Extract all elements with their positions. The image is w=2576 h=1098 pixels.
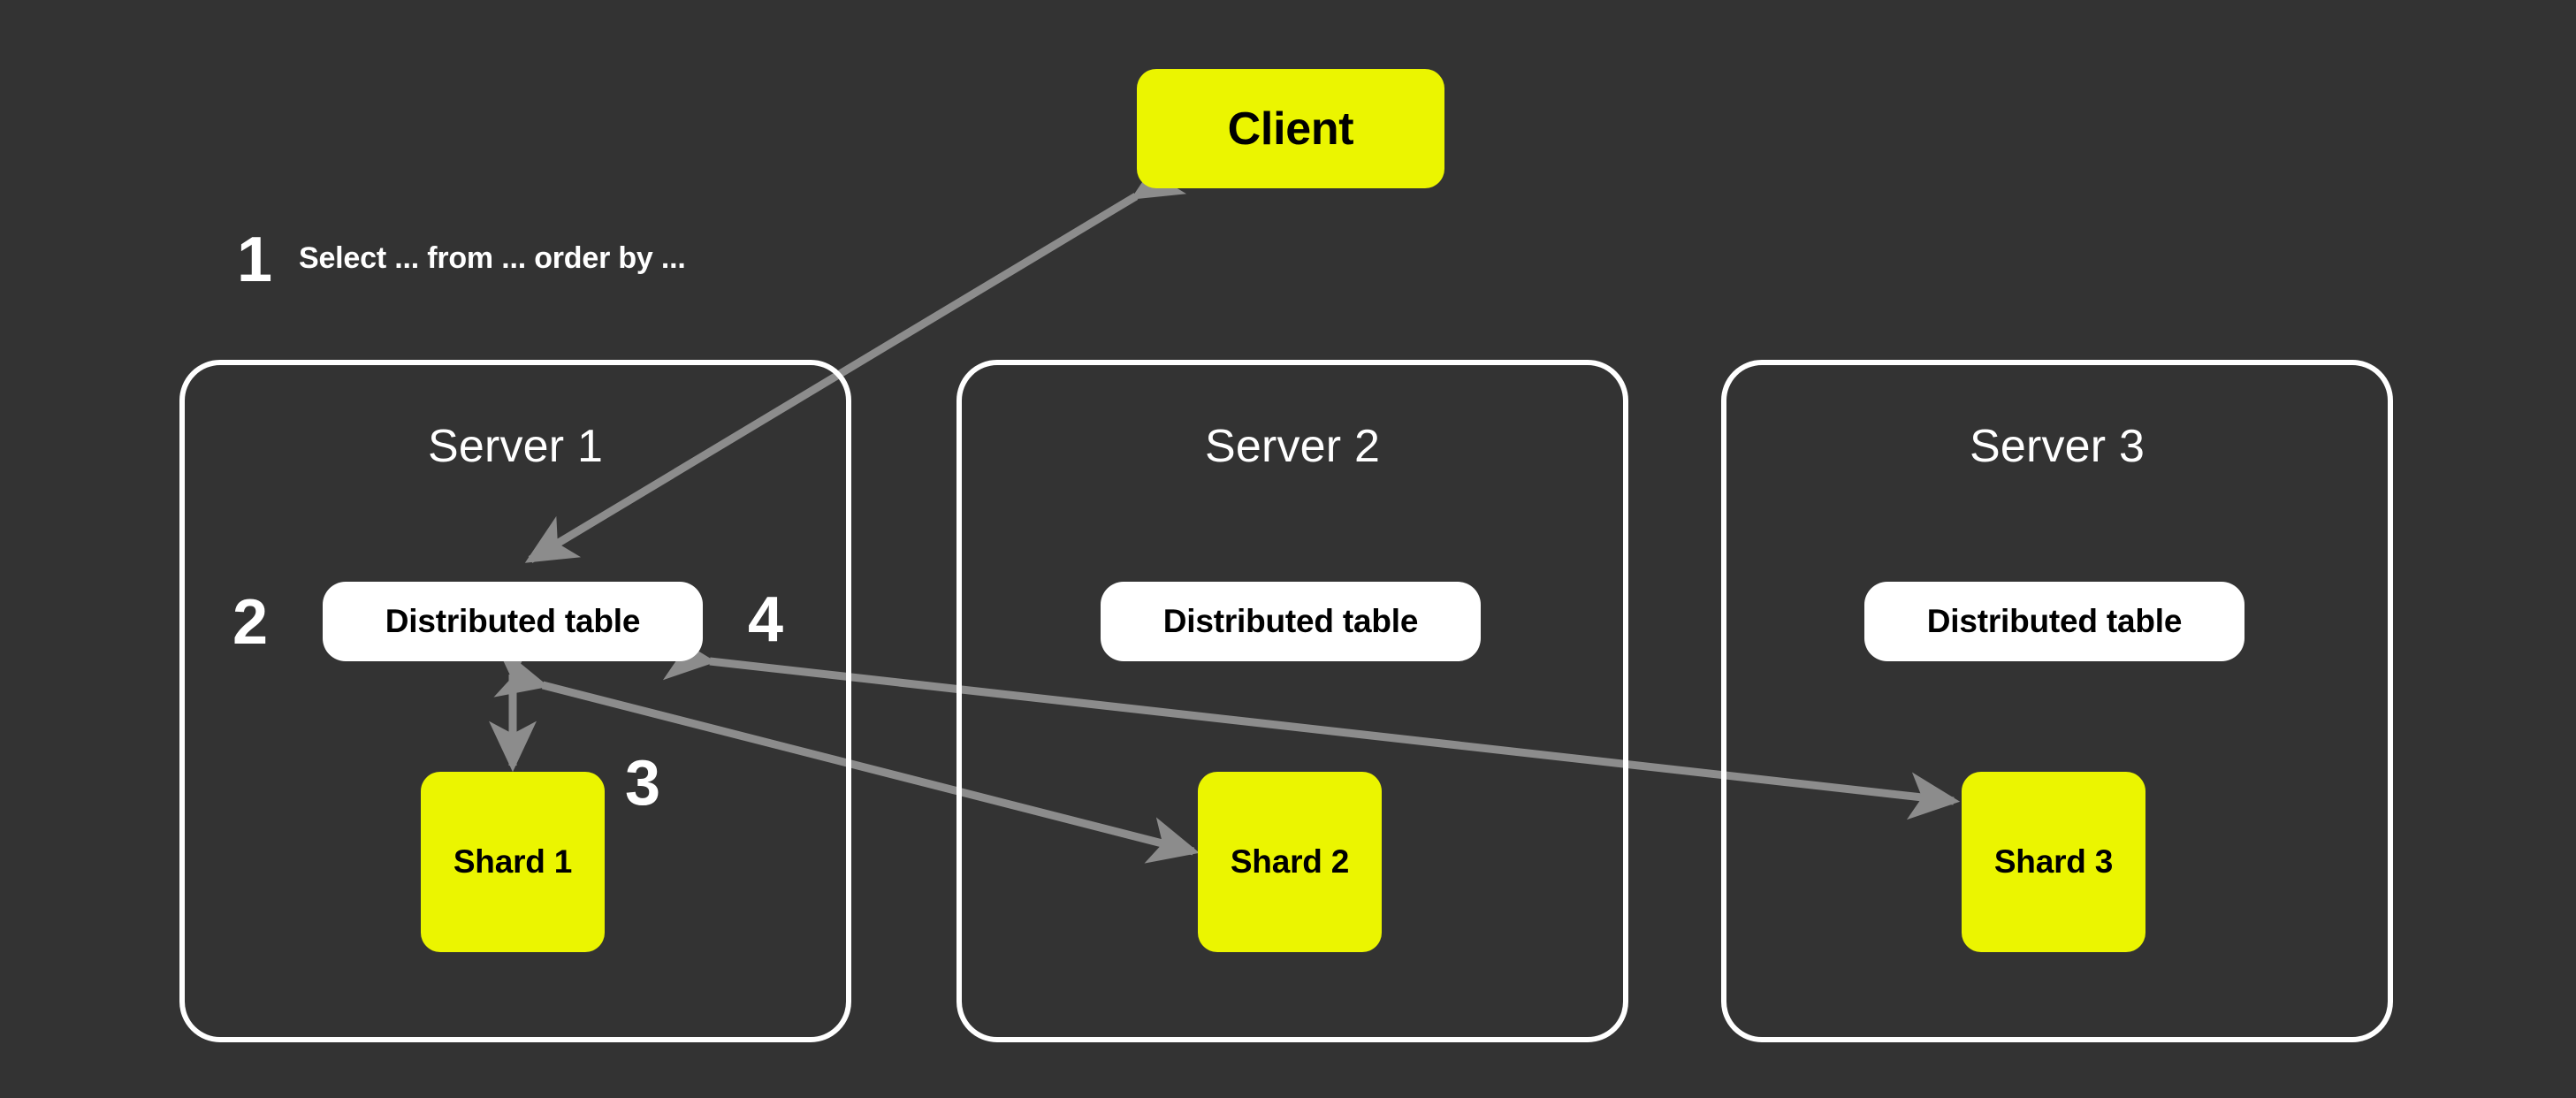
shard-3-label: Shard 3 <box>1993 843 2114 880</box>
server-2-title: Server 2 <box>1204 421 1381 472</box>
client-label: Client <box>1227 103 1354 155</box>
server-box-1: Server 1 <box>179 360 851 1042</box>
shard-1-node[interactable]: Shard 1 <box>421 772 605 952</box>
step-1-query-text: Select ... from ... order by ... <box>299 241 686 275</box>
distributed-table-label: Distributed table <box>1162 603 1419 639</box>
shard-2-node[interactable]: Shard 2 <box>1198 772 1382 952</box>
distributed-table-label: Distributed table <box>385 603 641 639</box>
client-node[interactable]: Client <box>1137 69 1444 188</box>
shard-1-label: Shard 1 <box>453 843 573 880</box>
shard-3-node[interactable]: Shard 3 <box>1962 772 2145 952</box>
distributed-table-server-2[interactable]: Distributed table <box>1101 582 1481 661</box>
distributed-table-server-1[interactable]: Distributed table <box>323 582 703 661</box>
step-number-3: 3 <box>625 748 660 819</box>
server-box-3: Server 3 <box>1721 360 2393 1042</box>
step-number-4: 4 <box>748 584 783 655</box>
distributed-table-label: Distributed table <box>1926 603 2183 639</box>
step-number-2: 2 <box>232 587 268 658</box>
server-3-title: Server 3 <box>1969 421 2145 472</box>
distributed-table-server-3[interactable]: Distributed table <box>1864 582 2244 661</box>
step-number-1: 1 <box>237 225 272 295</box>
server-box-2: Server 2 <box>956 360 1628 1042</box>
shard-2-label: Shard 2 <box>1230 843 1350 880</box>
server-1-title: Server 1 <box>427 421 604 472</box>
